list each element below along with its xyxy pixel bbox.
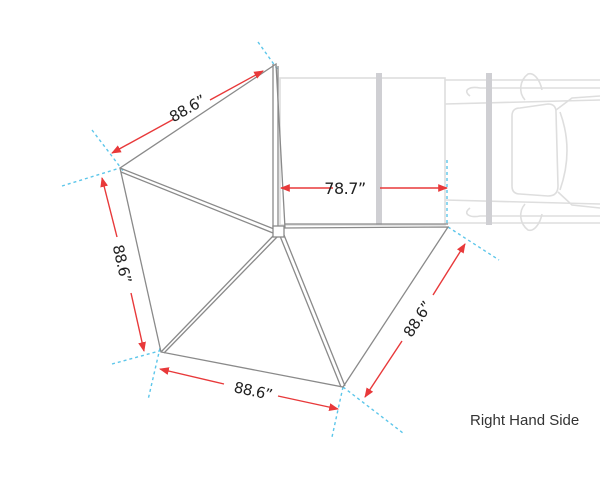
diagram-caption: Right Hand Side: [470, 412, 580, 429]
bottom-edge-dimension-label: 88.6”: [232, 378, 274, 404]
awning-outline: [119, 62, 450, 388]
roof-bar-rear: [486, 73, 492, 225]
extension-lines: [61, 41, 500, 438]
dimension-arrows: [100, 70, 466, 411]
vehicle-width-dimension-label: 78.7”: [324, 179, 365, 198]
top-edge-dimension-label: 88.6”: [166, 91, 208, 126]
right-edge-dimension-label: 88.6”: [400, 298, 436, 340]
left-edge-dimension-label: 88.6”: [109, 243, 135, 285]
vehicle-outline: [279, 72, 600, 232]
roof-bar-front: [376, 73, 382, 225]
